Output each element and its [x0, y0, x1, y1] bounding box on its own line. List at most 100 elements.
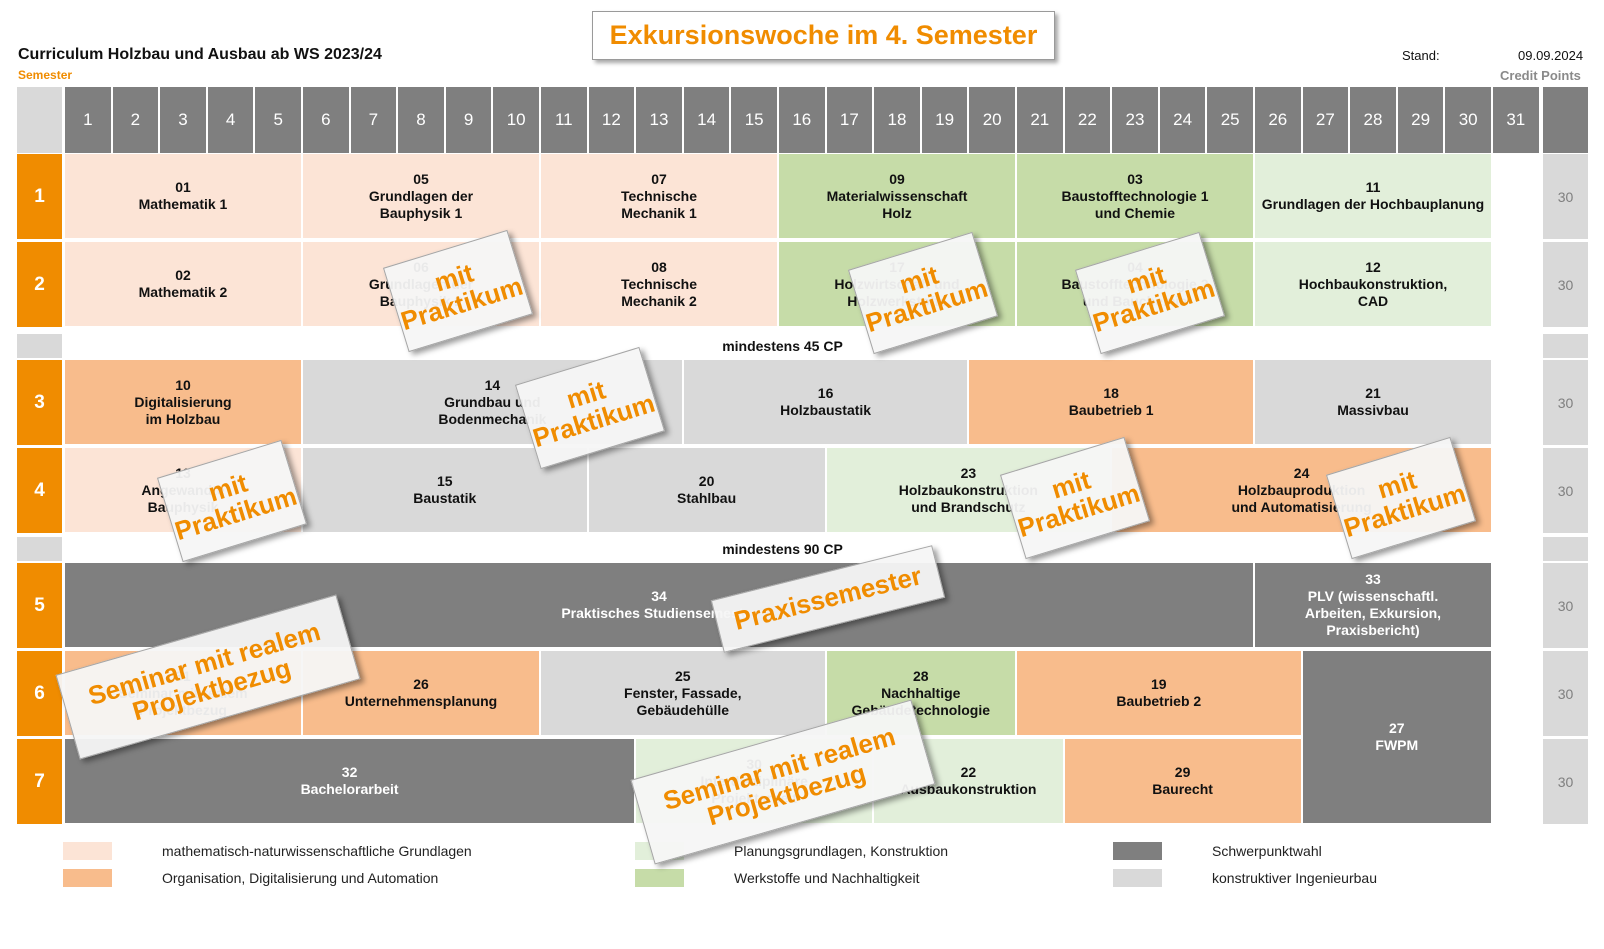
column-header: 1 — [65, 87, 111, 153]
module-number: 09 — [889, 170, 905, 187]
legend-swatch-konstruktiv — [1113, 869, 1162, 887]
legend-label-plan: Planungsgrundlagen, Konstruktion — [734, 843, 949, 859]
module-number: 24 — [1293, 464, 1310, 481]
module-name: Grundlagen der Hochbauplanung — [1261, 196, 1485, 212]
column-header: 25 — [1207, 87, 1253, 153]
module-number: 10 — [175, 376, 191, 393]
module-number: 12 — [1365, 258, 1381, 275]
column-header: 26 — [1255, 87, 1301, 153]
module-number: 07 — [651, 170, 667, 187]
legend-swatch-werk — [635, 869, 684, 887]
module-number: 08 — [651, 258, 667, 275]
credit-points-label: Credit Points — [1500, 68, 1581, 83]
module-name: Baubetrieb 2 — [1116, 693, 1202, 709]
column-header: 10 — [493, 87, 539, 153]
module-number: 34 — [651, 588, 667, 604]
semester-label: 3 — [17, 360, 62, 445]
gap-left-1 — [17, 334, 62, 358]
column-header: 9 — [445, 87, 492, 153]
column-header: 12 — [588, 87, 635, 153]
column-header: 2 — [112, 87, 159, 153]
column-header: 22 — [1064, 87, 1111, 153]
module-number: 25 — [675, 667, 691, 684]
module-name: Materialwissenschaft Holz — [826, 187, 968, 221]
module-name: Baubetrieb 1 — [1068, 402, 1154, 418]
legend-swatch-org — [63, 869, 112, 887]
column-header: 23 — [1112, 87, 1158, 153]
semester-credits: 30 — [1543, 242, 1588, 327]
column-header: 14 — [683, 87, 730, 153]
legend-label-org: Organisation, Digitalisierung und Automa… — [162, 870, 439, 886]
semester-label: 2 — [17, 242, 62, 327]
semester-credits: 30 — [1543, 563, 1588, 648]
module-number: 16 — [817, 385, 834, 401]
semester-label: 5 — [17, 563, 62, 648]
column-header: 20 — [969, 87, 1015, 153]
column-header: 18 — [874, 87, 920, 153]
semester-label: 4 — [17, 448, 62, 533]
module-name: Digitalisierung im Holzbau — [134, 393, 232, 427]
module-number: 14 — [484, 376, 501, 393]
module-name: Ausbaukonstruktion — [900, 781, 1037, 797]
column-header: 19 — [921, 87, 968, 153]
module-name: Baustofftechnologie 1 und Chemie — [1061, 187, 1209, 221]
gap-left-2 — [17, 537, 62, 561]
excursion-banner: Exkursionswoche im 4. Semester — [592, 11, 1055, 60]
semester-credits: 30 — [1543, 448, 1588, 533]
column-header: 3 — [160, 87, 206, 153]
stand-date: 09.09.2024 — [1518, 48, 1584, 63]
module-name: Fenster, Fassade, Gebäudehülle — [624, 684, 742, 718]
module-name: Technische Mechanik 1 — [621, 187, 697, 221]
module-number: 19 — [1151, 676, 1167, 692]
column-header: 6 — [303, 87, 349, 153]
column-header: 28 — [1350, 87, 1396, 153]
column-header: 15 — [731, 87, 777, 153]
module-number: 01 — [175, 179, 191, 195]
module-number: 23 — [960, 464, 977, 481]
module-name: Bachelorarbeit — [300, 781, 399, 797]
module-number: 33 — [1365, 571, 1381, 587]
semester-credits: 30 — [1543, 360, 1588, 445]
module-number: 26 — [413, 676, 429, 692]
column-header: 29 — [1397, 87, 1444, 153]
semester-label: 6 — [17, 651, 62, 736]
module-name: Technische Mechanik 2 — [621, 275, 697, 309]
module-name: Baurecht — [1152, 781, 1213, 797]
semester-credits: 30 — [1543, 154, 1588, 239]
gap-right-1 — [1543, 334, 1588, 358]
module-name: FWPM — [1375, 737, 1419, 753]
module-number: 32 — [341, 764, 358, 780]
column-header: 27 — [1302, 87, 1349, 153]
module-name: PLV (wissenschaftl. Arbeiten, Exkursion,… — [1304, 588, 1442, 638]
stand-label: Stand: — [1402, 48, 1440, 63]
module-number: 29 — [1174, 764, 1191, 780]
module-number: 15 — [437, 473, 453, 489]
minimum-90cp: mindestens 90 CP — [722, 541, 843, 557]
column-header: 31 — [1493, 87, 1539, 153]
module-number: 21 — [1365, 385, 1381, 401]
module-number: 18 — [1103, 385, 1119, 401]
module-number: 27 — [1389, 720, 1405, 736]
legend-label-werk: Werkstoffe und Nachhaltigkeit — [734, 870, 920, 886]
semester-label: 1 — [17, 154, 62, 239]
module-number: 20 — [698, 473, 715, 489]
minimum-45cp: mindestens 45 CP — [722, 338, 843, 354]
legend-label-schwerpunkt: Schwerpunktwahl — [1212, 843, 1322, 859]
semester-credits: 30 — [1543, 739, 1588, 824]
module-number: 02 — [175, 267, 191, 283]
header-corner — [17, 87, 62, 153]
module-name: Stahlbau — [677, 490, 737, 506]
column-header: 5 — [255, 87, 301, 153]
module-name: Massivbau — [1337, 402, 1409, 418]
